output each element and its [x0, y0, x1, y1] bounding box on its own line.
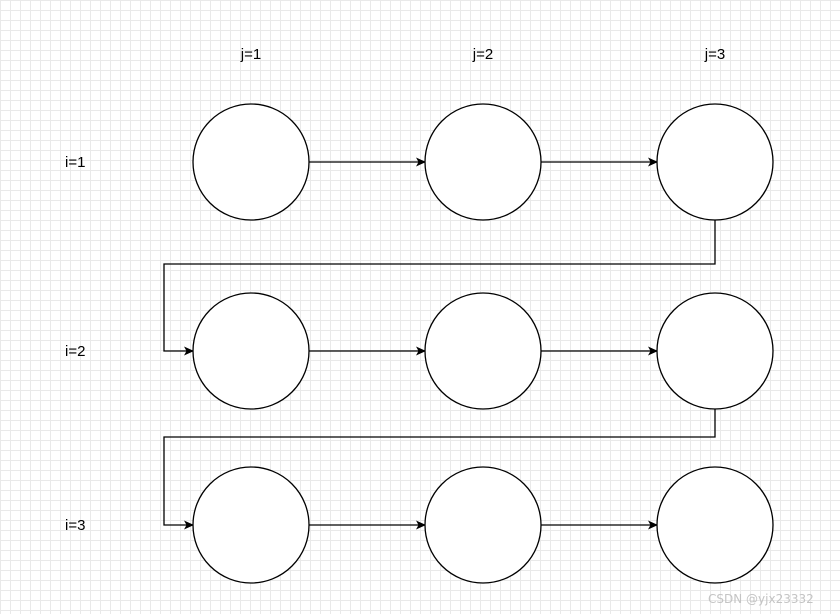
node-i1-j3 [656, 103, 774, 221]
watermark-text: CSDN @yjx23332 [708, 592, 814, 606]
node-i2-j3 [656, 292, 774, 410]
row-label-i2: i=2 [65, 343, 85, 360]
node-i1-j1 [192, 103, 310, 221]
row-label-i3: i=3 [65, 517, 85, 534]
wrap-arrow-i1-to-i2 [163, 220, 716, 356]
wrap-arrow-i2-to-i3 [163, 409, 716, 530]
node-i3-j2 [424, 466, 542, 584]
column-label-j3: j=3 [704, 46, 725, 63]
node-i2-j1 [192, 292, 310, 410]
column-label-j2: j=2 [472, 46, 493, 63]
column-label-j1: j=1 [240, 46, 261, 63]
node-i2-j2 [424, 292, 542, 410]
edge-group [163, 157, 716, 530]
row-label-i1: i=1 [65, 154, 85, 171]
node-i3-j1 [192, 466, 310, 584]
node-i1-j2 [424, 103, 542, 221]
node-i3-j3 [656, 466, 774, 584]
